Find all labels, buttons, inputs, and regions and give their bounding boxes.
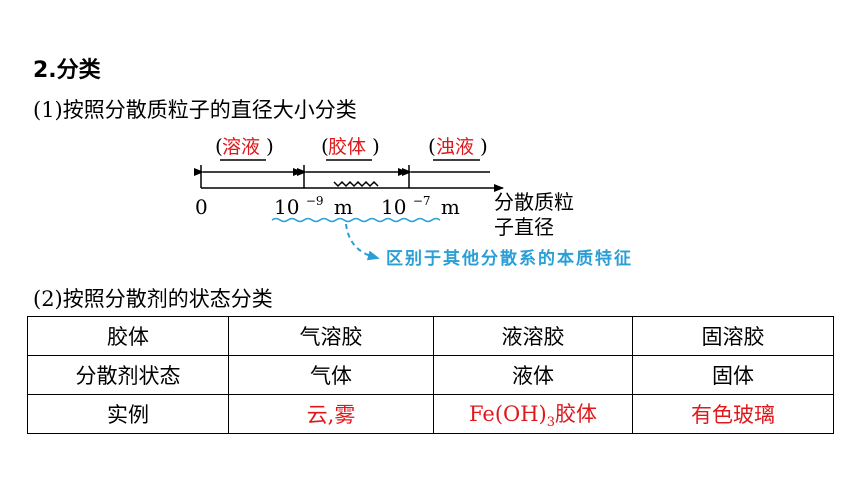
table-cell: 分散剂状态 [27,355,229,395]
formula-text: Fe(OH) [468,401,547,426]
note-essential-feature: 区别于其他分散系的本质特征 [386,248,633,269]
colloid-classification-table: 胶体 气溶胶 液溶胶 固溶胶 分散剂状态 气体 液体 固体 实例 云,雾 Fe(… [27,316,834,434]
label-colloid: ( 胶体 ) [321,134,380,161]
table-row: 分散剂状态 气体 液体 固体 [27,355,834,395]
formula-suffix: 胶体 [555,401,598,426]
table-cell: 有色玻璃 [632,394,834,434]
dashed-pointer-arrow [345,223,380,261]
tick-label-1e-9: 10 −9 m [274,186,353,219]
formula-subscript: 3 [546,415,556,431]
table-cell: 云,雾 [228,394,434,434]
label-solution-text: 溶液 [222,136,260,158]
tick1-base: 10 [274,195,299,219]
table-cell: 气溶胶 [228,316,434,356]
label-suspension: ( 浊液 ) [428,134,488,161]
tick2-base: 10 [381,195,406,219]
svg-text:): ) [480,134,488,158]
axis-label-line2: 子直径 [494,215,554,239]
table-cell: 液体 [433,355,633,395]
table-row: 胶体 气溶胶 液溶胶 固溶胶 [27,316,834,356]
table-cell: 液溶胶 [433,316,633,356]
table-cell: 固体 [632,355,834,395]
svg-text:(: ( [428,134,436,158]
label-suspension-text: 浊液 [436,136,474,158]
tick1-unit: m [334,195,353,219]
section-heading: 2.分类 [33,58,101,83]
svg-text:(: ( [321,134,329,158]
table-cell: 固溶胶 [632,316,834,356]
table-cell: Fe(OH)3胶体 [433,394,633,434]
subheading-dispersant-classification: (2)按照分散剂的状态分类 [33,287,273,311]
wavy-underline [271,217,441,223]
table-cell: 气体 [228,355,434,395]
tick1-exponent: −9 [306,194,324,208]
svg-text:): ) [372,134,380,158]
table-row: 实例 云,雾 Fe(OH)3胶体 有色玻璃 [27,394,834,434]
tick2-exponent: −7 [413,194,431,208]
tick-label-1e-7: 10 −7 m [381,186,460,219]
svg-text:): ) [266,134,274,158]
tick-label-zero: 0 [195,195,208,219]
table-cell: 实例 [27,394,229,434]
svg-text:(: ( [215,134,223,158]
table-cell: 胶体 [27,316,229,356]
subheading-size-classification: (1)按照分散质粒子的直径大小分类 [33,98,357,122]
label-colloid-text: 胶体 [328,136,366,158]
tick2-unit: m [441,195,460,219]
label-solution: ( 溶液 ) [215,134,274,161]
colloid-zigzag [333,180,379,188]
axis-label-line1: 分散质粒 [494,190,574,214]
